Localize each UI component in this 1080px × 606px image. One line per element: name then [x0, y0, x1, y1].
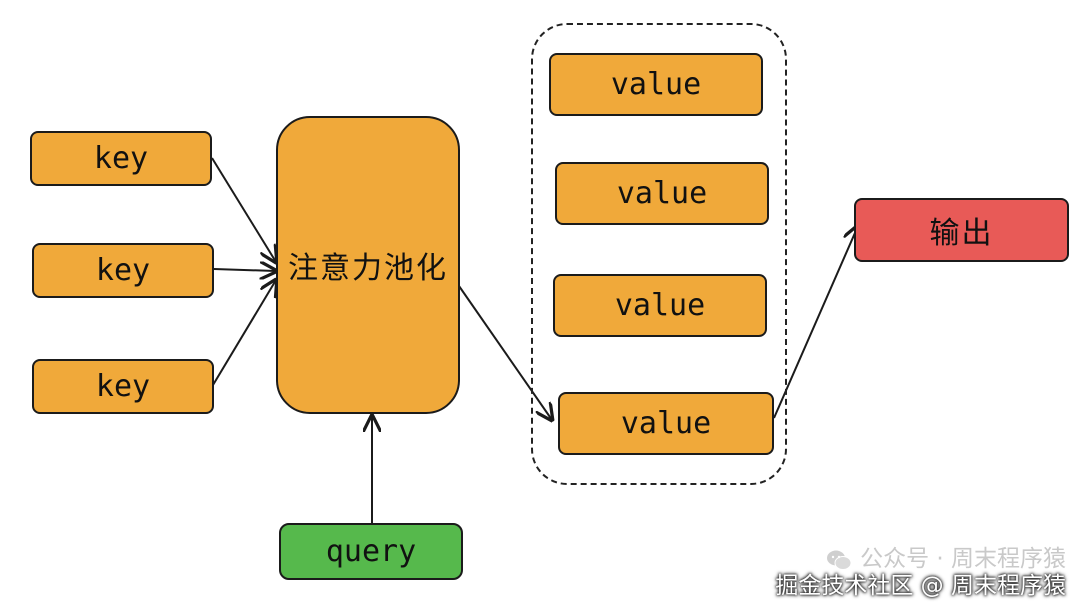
value-label: value: [616, 176, 708, 211]
query-label: query: [325, 534, 417, 569]
watermark-line-1: 公众号 · 周末程序猿: [860, 546, 1066, 572]
key-label: key: [95, 369, 151, 404]
arrow-value-to-output: [773, 226, 858, 419]
value-label: value: [610, 67, 702, 102]
value-box-4: value: [558, 392, 774, 455]
key-box-3: key: [32, 359, 214, 414]
pool-label: 注意力池化: [288, 251, 448, 286]
value-box-3: value: [553, 274, 767, 337]
output-box: 输出: [854, 198, 1069, 262]
key-label: key: [93, 141, 149, 176]
value-label: value: [620, 406, 712, 441]
wechat-icon: [827, 550, 852, 570]
arrow-key3-to-pool: [212, 280, 276, 386]
key-box-2: key: [32, 243, 214, 298]
attention-pooling-box: 注意力池化: [276, 116, 460, 414]
value-box-2: value: [555, 162, 769, 225]
query-box: query: [279, 523, 463, 580]
key-box-1: key: [30, 131, 212, 186]
watermark-wechat-line: 公众号 · 周末程序猿: [775, 546, 1066, 573]
value-label: value: [614, 288, 706, 323]
value-box-1: value: [549, 53, 763, 116]
arrow-key1-to-pool: [211, 157, 276, 262]
key-label: key: [95, 253, 151, 288]
arrow-pool-to-value: [458, 285, 552, 420]
arrow-key2-to-pool: [213, 269, 276, 271]
watermark-line-2: 掘金技术社区 @ 周末程序猿: [775, 573, 1066, 599]
output-label: 输出: [929, 216, 994, 251]
value-group-container: [531, 23, 787, 485]
watermark: 公众号 · 周末程序猿 掘金技术社区 @ 周末程序猿: [775, 546, 1066, 600]
